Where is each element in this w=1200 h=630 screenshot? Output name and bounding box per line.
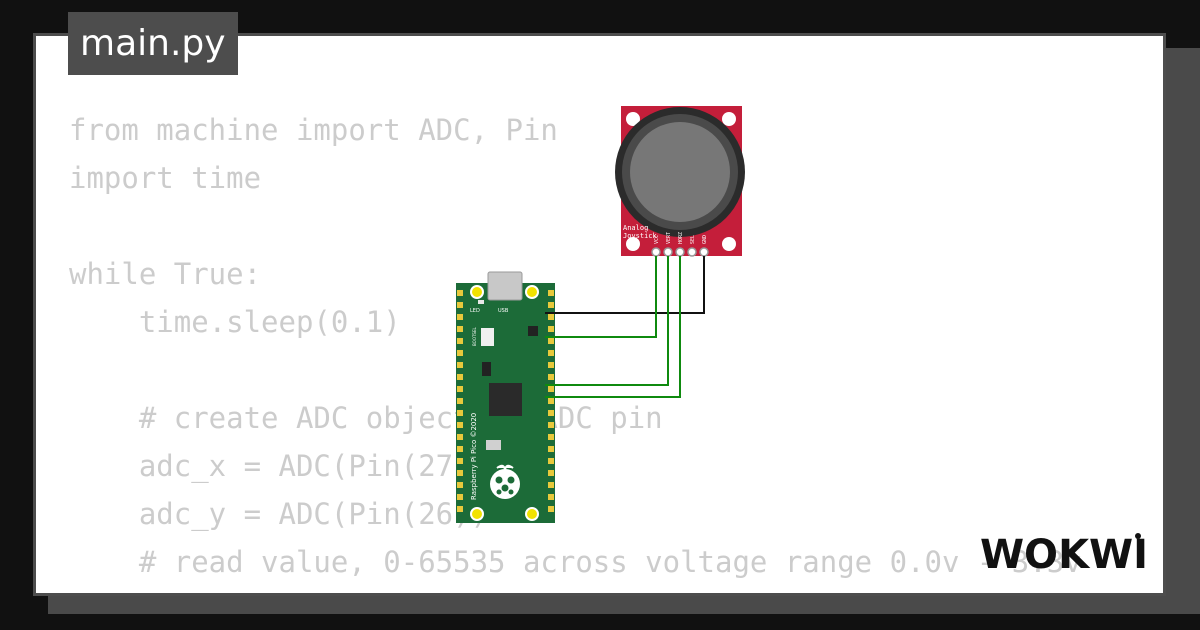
pin-label-vert: VERT <box>666 232 672 244</box>
file-tab[interactable]: main.py <box>68 12 238 75</box>
pico-mount-hole <box>525 285 539 299</box>
mount-hole <box>722 112 736 126</box>
joystick-module[interactable]: Analog Joystick VCC VERT HORZ SEL GND <box>615 106 745 257</box>
pico-component <box>528 326 538 336</box>
joystick-label-line2: Joystick <box>623 232 658 240</box>
wokwi-logo-text: WOKWI <box>980 532 1148 576</box>
code-listing: from machine import ADC, Pin import time w… <box>69 106 1082 593</box>
led-label: LED <box>470 308 480 314</box>
mount-hole <box>722 237 736 251</box>
mount-hole <box>626 237 640 251</box>
pico-pin-row-right <box>548 290 554 512</box>
code-line: while True: <box>69 257 262 291</box>
pin-gnd[interactable] <box>699 247 709 257</box>
code-line: time.sleep(0.1) <box>69 305 401 339</box>
pin-label-vcc: VCC <box>654 235 660 244</box>
preview-card: from machine import ADC, Pin import time w… <box>33 33 1166 596</box>
pin-horz[interactable] <box>675 247 685 257</box>
joystick-label-line1: Analog <box>623 224 648 232</box>
code-line: # read value, 0-65535 across voltage ran… <box>69 545 1082 579</box>
usb-label: USB <box>498 308 509 314</box>
pico-pin-row-left <box>457 290 463 512</box>
usb-connector[interactable] <box>487 271 523 301</box>
pin-label-horz: HORZ <box>678 232 684 244</box>
pin-label-gnd: GND <box>702 235 708 244</box>
wires <box>545 256 705 398</box>
flash-chip <box>486 440 501 450</box>
pin-label-sel: SEL <box>690 235 696 244</box>
wire-vcc[interactable] <box>545 256 657 338</box>
bootsel-label: BOOTSEL <box>472 327 477 346</box>
pico-board[interactable]: LED USB BOOTSEL Raspberry Pi Pico ©2020 <box>456 271 555 523</box>
raspberry-logo-icon <box>490 464 520 499</box>
joystick-thumb-cap[interactable] <box>630 122 730 222</box>
wokwi-logo: WOKWI <box>980 532 1148 576</box>
code-line: from machine import ADC, Pin <box>69 113 558 147</box>
bootsel-button[interactable] <box>481 328 494 346</box>
wire-gnd[interactable] <box>545 256 705 314</box>
pin-sel[interactable] <box>687 247 697 257</box>
code-line: import time <box>69 161 262 195</box>
wire-vert[interactable] <box>545 256 669 386</box>
logo-dot <box>1135 533 1141 539</box>
pin-vert[interactable] <box>663 247 673 257</box>
pico-silkscreen: Raspberry Pi Pico ©2020 <box>470 413 478 500</box>
rp2040-chip <box>489 383 522 416</box>
code-line: adc_y = ADC(Pin(26)) <box>69 497 489 531</box>
pico-mount-hole <box>470 285 484 299</box>
mount-hole <box>626 112 640 126</box>
code-line: adc_x = ADC(Pin(27)) <box>69 449 489 483</box>
pico-mount-hole <box>525 507 539 521</box>
pico-component <box>482 362 491 376</box>
pico-mount-hole <box>470 507 484 521</box>
status-led <box>478 300 484 304</box>
pin-vcc[interactable] <box>651 247 661 257</box>
wire-horz[interactable] <box>545 256 681 398</box>
